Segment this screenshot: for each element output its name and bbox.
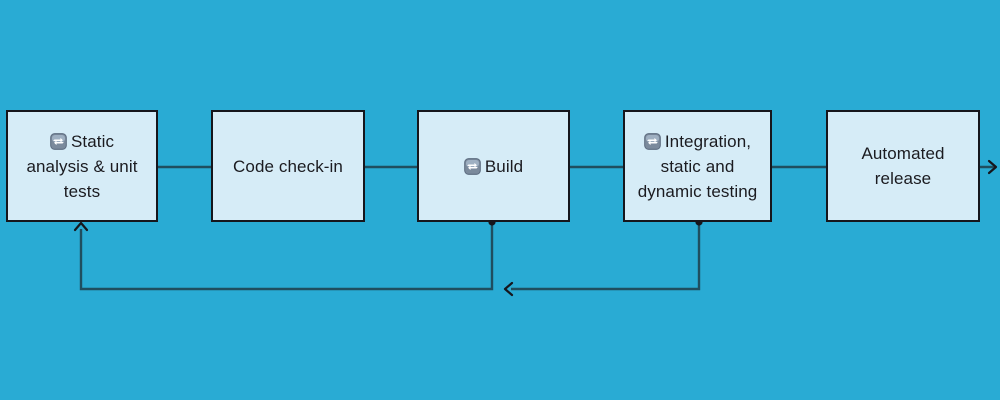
build-feedback-arrowhead-icon	[73, 221, 89, 232]
node-automated-release[interactable]: Automated release	[826, 110, 980, 222]
node-label-text: Build	[484, 156, 524, 176]
node-label-text: Static analysis & unit tests	[26, 131, 138, 201]
edge-build-feedback-line	[79, 222, 494, 291]
node-build[interactable]: Build	[417, 110, 570, 222]
node-integration-testing-label: Integration, static and dynamic testing	[625, 129, 770, 204]
node-label-text: Integration, static and dynamic testing	[637, 131, 758, 201]
sync-repeat-icon	[50, 132, 67, 150]
node-static-analysis-unit-tests[interactable]: Static analysis & unit tests	[6, 110, 158, 222]
node-code-check-in[interactable]: Code check-in	[211, 110, 365, 222]
integration-feedback-arrowhead-icon	[503, 281, 514, 297]
release-output-arrowhead-icon	[987, 159, 998, 175]
node-integration-testing[interactable]: Integration, static and dynamic testing	[623, 110, 772, 222]
node-code-check-in-label: Code check-in	[233, 156, 343, 176]
node-static-analysis-unit-tests-label: Static analysis & unit tests	[8, 129, 156, 204]
node-automated-release-label: Automated release	[861, 144, 945, 188]
sync-repeat-icon	[464, 157, 481, 175]
sync-repeat-icon	[644, 132, 661, 150]
edge-integration-feedback-line	[511, 222, 701, 291]
node-build-label: Build	[455, 154, 532, 179]
